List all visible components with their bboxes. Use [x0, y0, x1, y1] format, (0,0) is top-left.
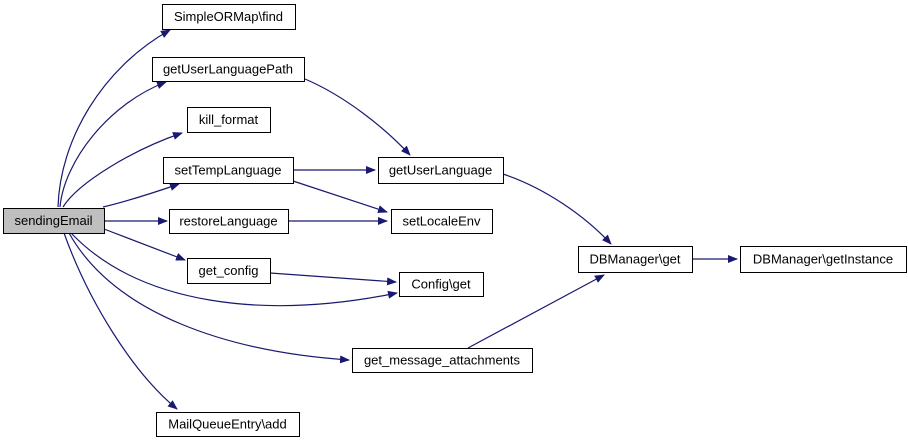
node-kill-format[interactable]: kill_format — [187, 107, 271, 133]
node-box — [169, 209, 289, 234]
node-label: sendingEmail — [14, 213, 92, 228]
node-box — [391, 209, 493, 234]
edge-sendingemail-to-get-config — [103, 228, 186, 261]
node-sendingemail[interactable]: sendingEmail — [3, 208, 105, 234]
node-get-config[interactable]: get_config — [187, 258, 271, 284]
node-box — [378, 157, 504, 184]
node-label: SimpleORMap\find — [174, 9, 283, 24]
node-label: setTempLanguage — [175, 163, 282, 178]
node-box — [163, 157, 294, 184]
node-getuserlanguagepath[interactable]: getUserLanguagePath — [152, 57, 305, 82]
node-mailqueueentry-add[interactable]: MailQueueEntry\add — [156, 412, 300, 437]
edge-get-message-attachments-to-dbmanager-get — [467, 274, 605, 349]
node-label: get_config — [199, 263, 259, 278]
edge-settemplanguage-to-setlocaleenv — [292, 180, 388, 213]
node-label: restoreLanguage — [179, 214, 277, 229]
node-box — [740, 246, 907, 273]
node-label: setLocaleEnv — [402, 214, 481, 229]
node-box — [352, 348, 533, 373]
node-box — [187, 107, 271, 133]
node-label: getUserLanguage — [389, 163, 492, 178]
node-dbmanager-get[interactable]: DBManager\get — [578, 246, 693, 273]
node-settemplanguage[interactable]: setTempLanguage — [163, 157, 294, 184]
node-config-get[interactable]: Config\get — [399, 272, 484, 297]
node-label: kill_format — [199, 112, 259, 127]
node-label: DBManager\get — [589, 252, 680, 267]
edge-getuserlanguage-to-dbmanager-get — [502, 173, 612, 245]
edge-sendingemail-to-get-message-attachments — [68, 232, 350, 364]
node-box — [578, 246, 693, 273]
node-box — [162, 4, 296, 30]
node-box — [3, 208, 105, 234]
node-getuserlanguage[interactable]: getUserLanguage — [378, 157, 504, 184]
node-label: DBManager\getInstance — [753, 252, 893, 267]
node-label: getUserLanguagePath — [163, 62, 293, 77]
node-simpleormap-find[interactable]: SimpleORMap\find — [162, 4, 296, 30]
edge-sendingemail-to-simpleormap-find — [57, 29, 171, 208]
node-box — [156, 412, 300, 437]
node-restorelanguage[interactable]: restoreLanguage — [169, 209, 289, 234]
node-label: MailQueueEntry\add — [168, 417, 287, 432]
node-box — [399, 272, 484, 297]
edge-sendingemail-to-mailqueueentry-add — [63, 232, 178, 410]
edge-sendingemail-to-config-get — [70, 232, 398, 307]
edge-sendingemail-to-kill-format — [62, 132, 183, 208]
edge-sendingemail-to-getuserlanguagepath — [59, 81, 167, 208]
node-label: Config\get — [411, 277, 471, 292]
edge-getuserlanguagepath-to-getuserlanguage — [304, 78, 411, 156]
node-box — [152, 57, 305, 82]
node-get-message-attachments[interactable]: get_message_attachments — [352, 348, 533, 373]
node-dbmanager-getinstance[interactable]: DBManager\getInstance — [740, 246, 907, 273]
node-label: get_message_attachments — [364, 353, 521, 368]
node-box — [187, 258, 271, 284]
edge-sendingemail-to-settemplanguage — [102, 183, 180, 208]
edge-get-config-to-config-get — [269, 272, 397, 286]
node-setlocaleenv[interactable]: setLocaleEnv — [391, 209, 493, 234]
